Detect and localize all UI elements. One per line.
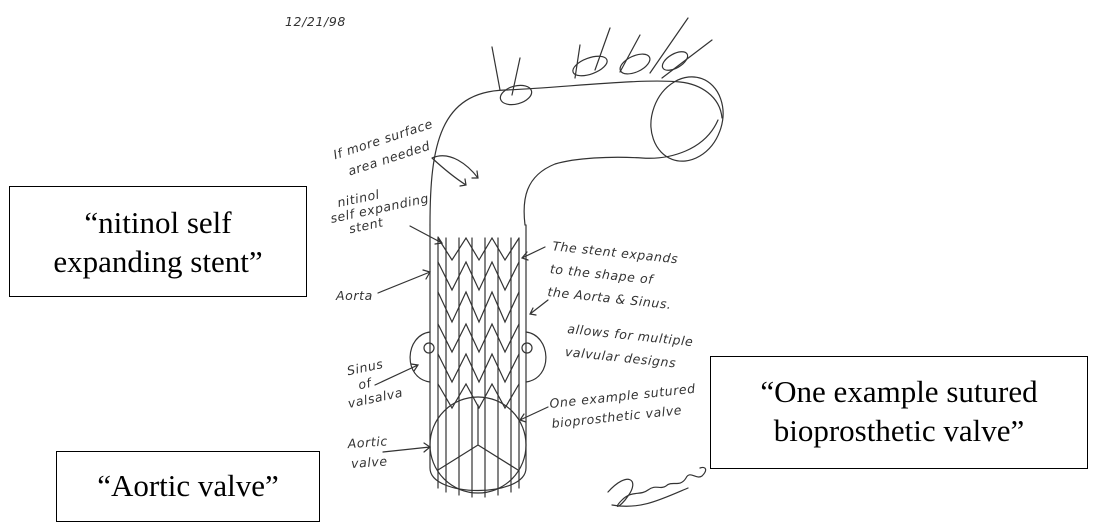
label-valve-line-2: bioprosthetic valve” — [711, 411, 1087, 450]
arrow-expands-2 — [530, 300, 548, 315]
note-sinus-3: valsalva — [346, 385, 404, 411]
arrow-nitinol — [410, 226, 442, 244]
aortic-arch — [430, 81, 722, 225]
stent-zigzag — [438, 238, 519, 408]
label-valve-line-1: “One example sutured — [711, 372, 1087, 411]
label-aortic-valve: “Aortic valve” — [57, 466, 319, 505]
note-expands-2: to the shape of — [549, 261, 655, 287]
note-expands-3: the Aorta & Sinus. — [547, 284, 673, 312]
note-allows-2: valvular designs — [564, 344, 677, 371]
note-aortic-valve-2: valve — [351, 453, 389, 471]
date-text: 12/21/98 — [285, 14, 346, 29]
sinus-right — [526, 332, 546, 382]
note-allows-1: allows for multiple — [567, 321, 694, 349]
arrow-example — [520, 407, 548, 422]
label-box-bioprosthetic-valve: “One example sutured bioprosthetic valve… — [710, 356, 1088, 469]
note-expands-1: The stent expands — [552, 238, 679, 266]
label-nitinol-line-2: expanding stent” — [10, 242, 306, 281]
arrow-surface — [432, 156, 478, 186]
note-aorta: Aorta — [335, 288, 373, 303]
label-nitinol-line-1: “nitinol self — [10, 203, 306, 242]
sinus-left — [410, 332, 430, 382]
arrow-aorta — [378, 270, 430, 293]
signature — [608, 467, 706, 506]
stent-struts — [438, 238, 519, 497]
label-box-aortic-valve: “Aortic valve” — [56, 451, 320, 522]
note-sinus-2: of — [357, 375, 374, 393]
label-box-nitinol-stent: “nitinol self expanding stent” — [9, 186, 307, 297]
valve-leaflets — [438, 405, 518, 470]
arrow-aortic-valve — [383, 443, 430, 452]
note-aortic-valve-1: Aortic — [346, 433, 388, 451]
